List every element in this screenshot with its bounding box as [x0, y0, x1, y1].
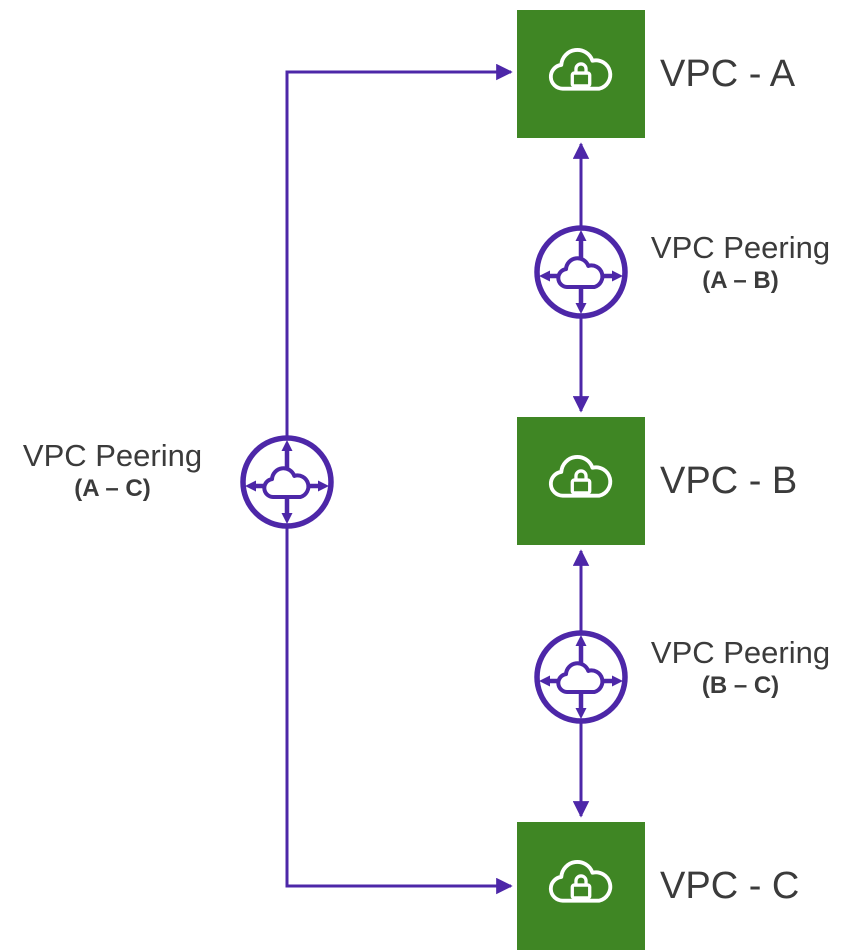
connector-a-c-lower	[285, 482, 513, 895]
peering-a-c-title: VPC Peering	[22, 438, 203, 473]
peering-b-c-title: VPC Peering	[650, 635, 831, 670]
vpc-c-node	[517, 822, 645, 950]
peering-a-b-label: VPC Peering (A – B)	[648, 230, 833, 296]
vpc-peering-icon	[533, 629, 629, 725]
vpc-b-node	[517, 417, 645, 545]
vpc-a-label: VPC - A	[660, 52, 796, 95]
peering-a-b-title: VPC Peering	[650, 230, 831, 265]
vpc-peering-icon-a-c	[239, 434, 335, 530]
vpc-peering-icon-a-b	[533, 224, 629, 320]
vpc-peering-icon-b-c	[533, 629, 629, 725]
vpc-cloud-lock-icon	[537, 842, 625, 930]
peering-b-c-label: VPC Peering (B – C)	[648, 635, 833, 701]
vpc-peering-icon	[239, 434, 335, 530]
vpc-cloud-lock-icon	[537, 30, 625, 118]
vpc-a-node	[517, 10, 645, 138]
peering-a-c-pair: (A – C)	[74, 475, 151, 502]
connector-a-c-upper	[285, 63, 513, 482]
peering-a-c-label: VPC Peering (A – C)	[5, 438, 220, 504]
vpc-peering-icon	[533, 224, 629, 320]
vpc-cloud-lock-icon	[537, 437, 625, 525]
vpc-c-label: VPC - C	[660, 864, 800, 907]
vpc-b-label: VPC - B	[660, 459, 798, 502]
peering-b-c-pair: (B – C)	[701, 672, 780, 699]
peering-a-b-pair: (A – B)	[702, 267, 779, 294]
